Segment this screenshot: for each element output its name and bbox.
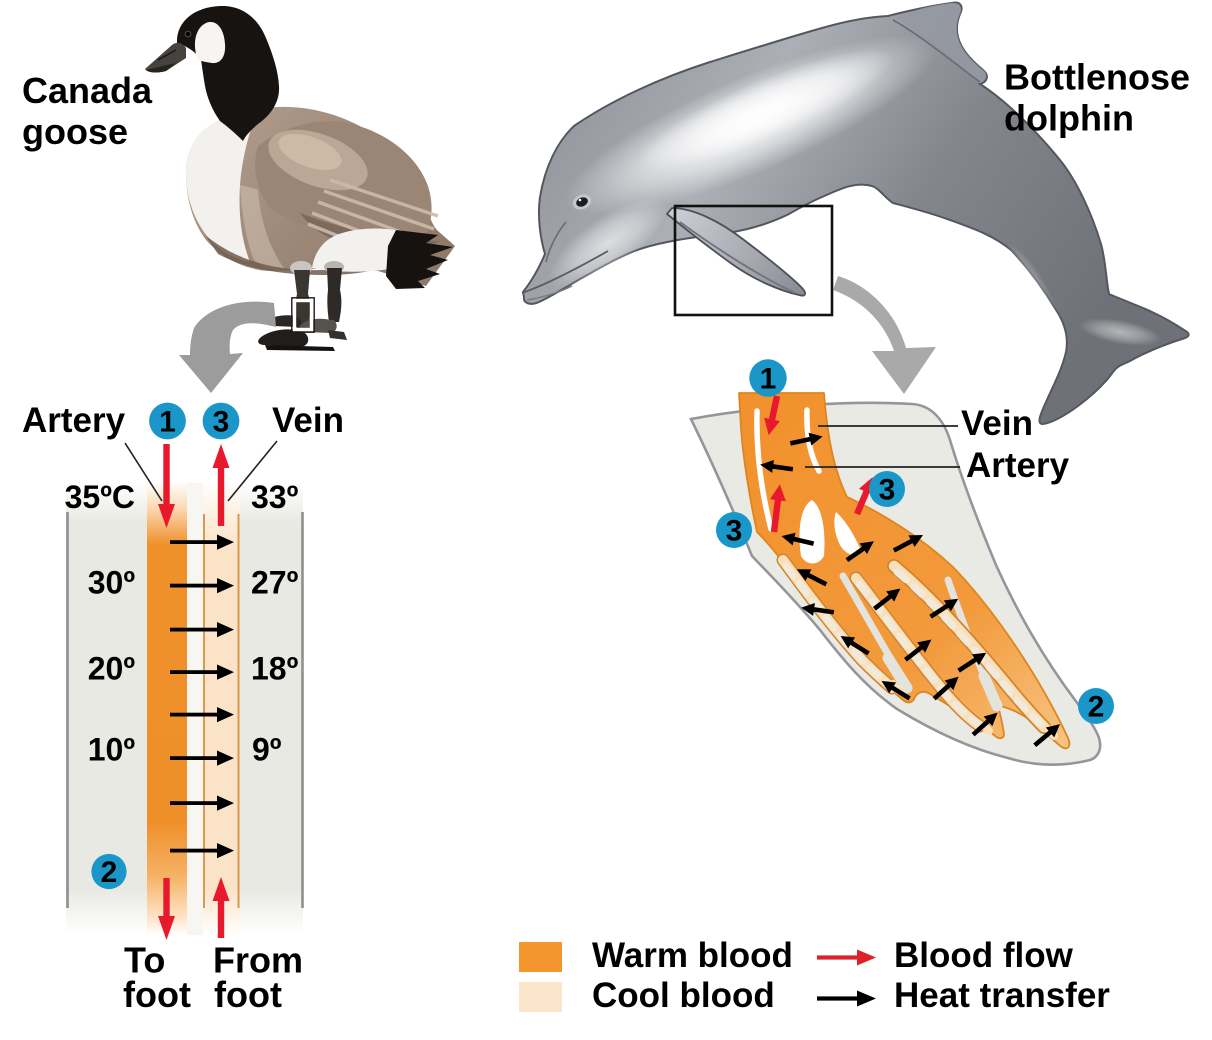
svg-text:Warm blood: Warm blood — [592, 936, 793, 975]
svg-text:2: 2 — [101, 856, 118, 889]
svg-text:foot: foot — [214, 974, 282, 1015]
svg-text:Artery: Artery — [22, 401, 126, 440]
svg-text:1: 1 — [760, 363, 777, 396]
svg-text:From: From — [213, 940, 303, 981]
svg-text:Blood flow: Blood flow — [894, 936, 1074, 975]
svg-text:dolphin: dolphin — [1004, 98, 1134, 139]
svg-text:35ºC: 35ºC — [65, 479, 135, 515]
svg-text:Artery: Artery — [966, 446, 1070, 485]
svg-text:goose: goose — [22, 111, 128, 152]
svg-text:foot: foot — [123, 974, 191, 1015]
svg-text:1: 1 — [159, 406, 176, 439]
svg-text:18º: 18º — [251, 651, 299, 687]
svg-text:Vein: Vein — [272, 401, 344, 440]
svg-text:10º: 10º — [88, 732, 136, 768]
svg-text:30º: 30º — [88, 565, 136, 601]
svg-text:Canada: Canada — [22, 70, 153, 111]
svg-text:Bottlenose: Bottlenose — [1004, 57, 1190, 98]
svg-text:Vein: Vein — [961, 404, 1033, 443]
svg-text:9º: 9º — [252, 732, 282, 768]
svg-text:3: 3 — [213, 406, 230, 439]
svg-text:To: To — [124, 940, 165, 981]
svg-text:33º: 33º — [251, 479, 299, 515]
svg-text:Heat transfer: Heat transfer — [894, 976, 1110, 1015]
svg-text:3: 3 — [879, 474, 896, 507]
svg-text:20º: 20º — [88, 651, 136, 687]
svg-text:3: 3 — [726, 515, 743, 548]
svg-text:2: 2 — [1088, 691, 1105, 724]
svg-text:Cool blood: Cool blood — [592, 976, 775, 1015]
svg-text:27º: 27º — [251, 565, 299, 601]
